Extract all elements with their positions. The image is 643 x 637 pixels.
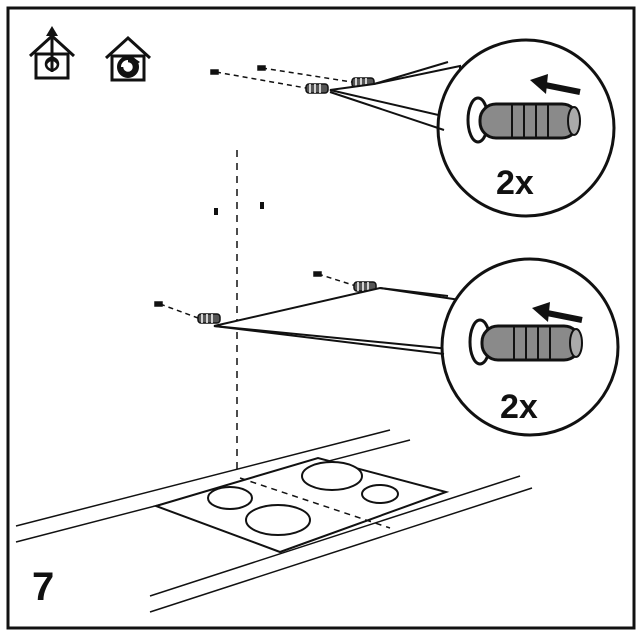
ducted-extraction-house-icon [28, 26, 76, 80]
screw [210, 69, 219, 75]
screw [313, 271, 322, 277]
drill-mark [214, 208, 218, 215]
hob-burner [361, 484, 399, 504]
callout-bottom: 2x [213, 257, 620, 437]
callout-quantity: 2x [496, 164, 534, 202]
hob-burner [207, 486, 253, 510]
insert-arrow-icon [532, 302, 583, 323]
wall-plug-detail [468, 318, 583, 366]
insert-arrow-icon [530, 74, 581, 95]
screw [257, 65, 266, 71]
recirculation-house-icon [104, 35, 152, 82]
drill-mark [260, 202, 264, 209]
callout-quantity: 2x [500, 388, 538, 426]
hob-burner [245, 504, 311, 536]
wall-plug [353, 281, 377, 292]
wall-plug-detail [466, 96, 581, 144]
wall-plug [197, 313, 221, 324]
step-number: 7 [32, 565, 54, 609]
bottom-screw-assembly [154, 271, 377, 324]
callout-top: 2x [329, 38, 616, 218]
hob-burner [301, 461, 363, 491]
cooktop [152, 456, 450, 554]
top-screw-assembly [210, 65, 375, 94]
wall-plug [305, 83, 329, 94]
screw [154, 301, 163, 307]
